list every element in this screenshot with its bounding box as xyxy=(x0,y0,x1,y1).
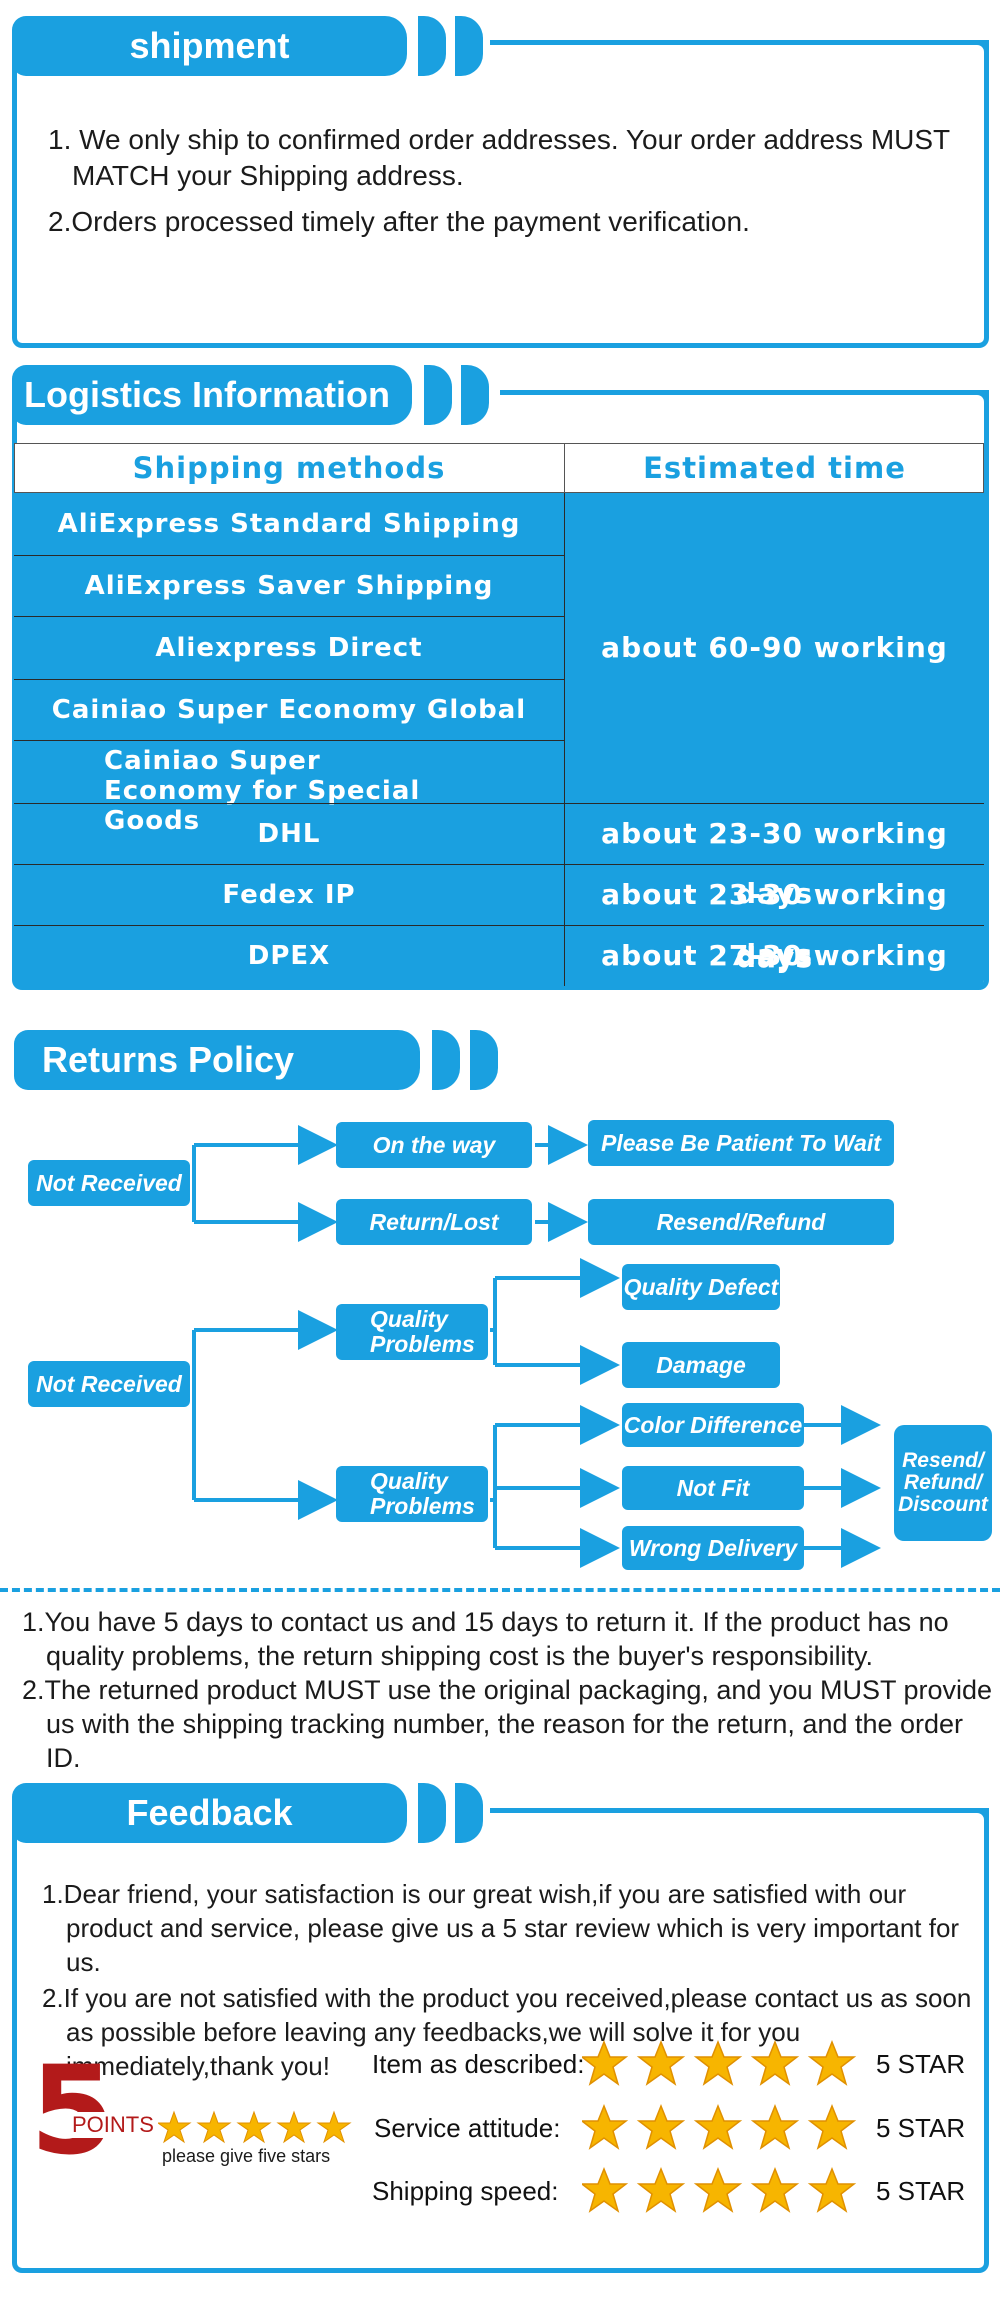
rating-stars-icons xyxy=(582,2040,857,2086)
rating-value: 5 STAR xyxy=(876,2113,966,2143)
shipment-item-2: 2.Orders processed timely after the paym… xyxy=(48,206,750,237)
rating-label: Service attitude: xyxy=(374,2113,561,2143)
returns-title-tab: Returns Policy xyxy=(14,1030,420,1090)
shipment-top-line xyxy=(490,40,989,45)
feedback-top-corner xyxy=(962,1808,989,1835)
row-divider xyxy=(14,555,564,556)
shipment-title: shipment xyxy=(129,25,290,66)
feedback-top-line xyxy=(490,1808,989,1813)
row-divider xyxy=(14,679,564,680)
method-row: Cainiao Super Economy for Special Goods xyxy=(104,746,421,836)
method-row: AliExpress Saver Shipping xyxy=(84,571,494,601)
method-row: Cainiao Super Economy Global xyxy=(51,695,527,725)
returns-notes: 1.You have 5 days to contact us and 15 d… xyxy=(22,1605,994,1775)
feedback-title: Feedback xyxy=(126,1792,293,1833)
rating-label: Shipping speed: xyxy=(372,2176,559,2206)
table-body xyxy=(14,493,984,986)
rating-stars-row-1 xyxy=(582,2040,857,2086)
returns-flow-connectors xyxy=(192,1125,881,1568)
shipment-item-1: 1. We only ship to confirmed order addre… xyxy=(48,124,950,191)
time-cell: about 23-30 working days xyxy=(601,878,948,971)
logistics-title: Logistics Information xyxy=(24,374,391,415)
returns-note-1: 1.You have 5 days to contact us and 15 d… xyxy=(22,1607,949,1671)
returns-note-2: 2.The returned product MUST use the orig… xyxy=(22,1675,993,1773)
shipment-top-corner xyxy=(962,40,989,67)
row-divider xyxy=(14,864,984,865)
shipment-tab-pill-1 xyxy=(418,16,446,76)
logistics-tab-pill-1 xyxy=(424,365,452,425)
table-header-divider xyxy=(564,443,565,493)
rating-stars-icons xyxy=(582,2167,857,2213)
feedback-title-tab: Feedback xyxy=(12,1783,407,1843)
shipment-frame xyxy=(12,40,989,348)
method-row: Fedex IP xyxy=(222,880,356,910)
feedback-tab-pill-1 xyxy=(418,1783,446,1843)
time-cell: about 60-90 working days xyxy=(601,631,948,974)
flow1-on-the-way-box: On the way xyxy=(336,1122,532,1168)
rating-stars-row-3 xyxy=(582,2167,857,2213)
method-row: AliExpress Standard Shipping xyxy=(57,509,521,539)
shipment-tab-pill-2 xyxy=(455,16,483,76)
small-stars-icon xyxy=(156,2110,352,2144)
flow2-damage-box: Damage xyxy=(622,1342,780,1388)
flow2-quality-problems-box-2: Quality Problems xyxy=(336,1466,488,1522)
five-points-word: POINTS xyxy=(70,2112,156,2138)
feedback-item-2: 2.If you are not satisfied with the prod… xyxy=(42,1983,972,2081)
flow2-not-received-box: Not Received xyxy=(28,1361,190,1407)
returns-tab-pill-1 xyxy=(432,1030,460,1090)
logistics-tab-pill-2 xyxy=(461,365,489,425)
feedback-tab-pill-2 xyxy=(455,1783,483,1843)
five-points-badge: 5 POINTS please give five stars xyxy=(30,2046,360,2176)
method-row: DPEX xyxy=(247,941,331,971)
feedback-frame xyxy=(12,1808,989,2273)
table-header-row xyxy=(14,443,984,493)
returns-dashed-divider xyxy=(0,1588,1000,1592)
flow2-not-fit-box: Not Fit xyxy=(622,1466,804,1510)
returns-tab-pill-2 xyxy=(470,1030,498,1090)
logistics-title-tab: Logistics Information xyxy=(12,365,412,425)
header-estimated-time: Estimated time xyxy=(643,451,906,485)
logistics-top-corner xyxy=(962,390,989,417)
logistics-top-line xyxy=(500,390,989,395)
shipment-text: 1. We only ship to confirmed order addre… xyxy=(48,122,978,240)
flow2-quality-defect-box: Quality Defect xyxy=(622,1264,780,1310)
rating-stars-icons xyxy=(582,2104,857,2150)
rating-stars-row-2 xyxy=(582,2104,857,2150)
column-divider xyxy=(564,493,565,986)
returns-title: Returns Policy xyxy=(42,1039,295,1080)
rating-value: 5 STAR xyxy=(876,2176,966,2206)
flow1-patient-box: Please Be Patient To Wait xyxy=(588,1120,894,1166)
flow1-resend-refund-box: Resend/Refund xyxy=(588,1199,894,1245)
method-row: DHL xyxy=(257,819,321,849)
flow2-resend-refund-discount-box: Resend/ Refund/ Discount xyxy=(894,1425,992,1541)
flow2-wrong-delivery-box: Wrong Delivery xyxy=(622,1526,804,1570)
five-points-number: 5 xyxy=(30,2040,115,2182)
five-points-caption: please give five stars xyxy=(162,2146,331,2166)
row-divider xyxy=(14,740,564,741)
feedback-text: 1.Dear friend, your satisfaction is our … xyxy=(42,1877,986,2083)
rating-value: 5 STAR xyxy=(876,2049,966,2079)
method-row: Aliexpress Direct xyxy=(155,633,423,663)
row-divider xyxy=(14,616,564,617)
feedback-item-1: 1.Dear friend, your satisfaction is our … xyxy=(42,1879,960,1977)
row-divider xyxy=(14,803,984,804)
time-cell: about 27-30 working days xyxy=(601,939,948,1032)
shipment-title-tab: shipment xyxy=(12,16,407,76)
flow1-not-received-box: Not Received xyxy=(28,1160,190,1206)
logistics-table: Shipping methods Estimated time AliExpre… xyxy=(14,443,984,1032)
rating-label: Item as described: xyxy=(372,2049,585,2079)
time-cell: about 23-30 working days xyxy=(601,817,948,910)
flow2-color-difference-box: Color Difference xyxy=(622,1403,804,1447)
five-points-small-stars xyxy=(156,2110,388,2146)
flow1-return-lost-box: Return/Lost xyxy=(336,1199,532,1245)
flow2-quality-problems-box-1: Quality Problems xyxy=(336,1304,488,1360)
row-divider xyxy=(14,925,984,926)
header-shipping-methods: Shipping methods xyxy=(132,451,446,485)
